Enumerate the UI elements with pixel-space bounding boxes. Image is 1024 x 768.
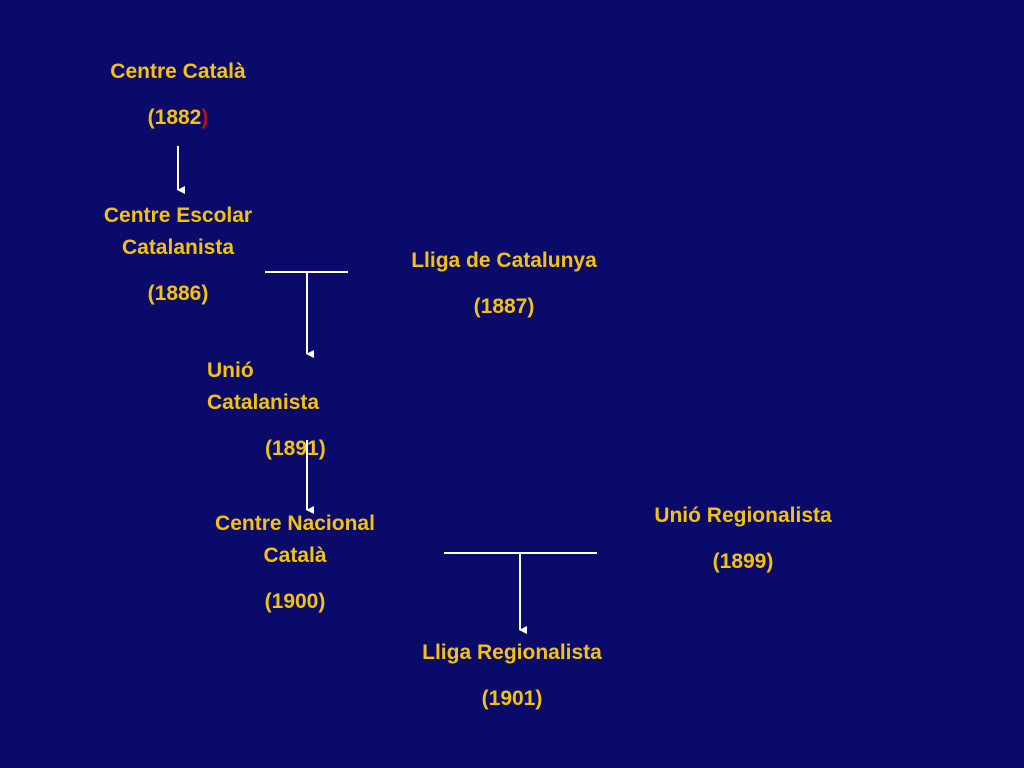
node-title-line2: Catalanista	[207, 391, 320, 414]
node-year: (1882)	[78, 102, 278, 134]
node-title-line1: Centre Escolar	[103, 204, 253, 227]
node-title-line2: Català	[263, 544, 327, 567]
node-title-line1: Unió	[207, 359, 254, 382]
node-year: (1886)	[147, 282, 209, 305]
node-centre-nacional-catala: Centre Nacional Català (1900)	[184, 508, 406, 618]
year-open: (1882	[147, 106, 202, 129]
node-year: (1900)	[264, 590, 326, 613]
node-centre-catala: Centre Català (1882)	[78, 56, 278, 134]
node-year: (1887)	[473, 295, 535, 318]
node-year: (1899)	[712, 550, 774, 573]
year-close-paren: )	[201, 106, 209, 129]
node-title-line2: Catalanista	[121, 236, 235, 259]
node-centre-escolar-catalanista: Centre Escolar Catalanista (1886)	[68, 200, 288, 310]
node-title: Centre Català	[110, 60, 246, 83]
node-title-line1: Centre Nacional	[215, 512, 375, 535]
node-unio-regionalista: Unió Regionalista (1899)	[622, 500, 864, 578]
node-title: Lliga de Catalunya	[411, 249, 597, 272]
node-lliga-de-catalunya: Lliga de Catalunya (1887)	[384, 245, 624, 323]
node-title: Lliga Regionalista	[422, 641, 602, 664]
node-year: (1901)	[481, 687, 543, 710]
node-lliga-regionalista: Lliga Regionalista (1901)	[392, 637, 632, 715]
node-year: (1891)	[265, 437, 326, 460]
node-unio-catalanista: Unió Catalanista (1891)	[207, 355, 367, 465]
node-title: Unió Regionalista	[654, 504, 832, 527]
